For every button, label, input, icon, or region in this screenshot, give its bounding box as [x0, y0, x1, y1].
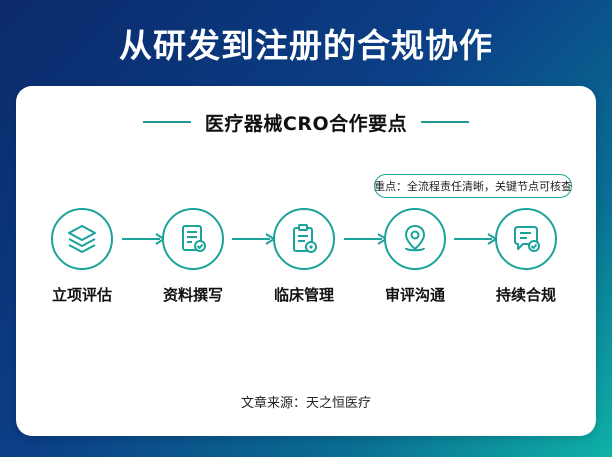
process-steps: 立项评估 资料撰写 — [16, 208, 596, 318]
card-subtitle: 医疗器械CRO合作要点 — [204, 112, 408, 135]
location-pin-icon — [405, 225, 425, 252]
step-project-evaluation: 立项评估 — [37, 208, 127, 305]
step-continuous-compliance: 持续合规 — [481, 208, 571, 305]
step-label: 审评沟通 — [384, 286, 445, 304]
step-review-communication: 审评沟通 — [370, 208, 460, 305]
step-document-writing: 资料撰写 — [148, 208, 238, 305]
document-check-icon — [182, 225, 206, 252]
layers-icon — [68, 225, 96, 253]
step-label: 持续合规 — [495, 286, 556, 304]
main-title: 从研发到注册的合规协作 — [119, 26, 493, 65]
clipboard-icon — [293, 224, 317, 253]
subtitle-line-left — [142, 121, 191, 123]
step-label: 立项评估 — [51, 286, 112, 304]
step-label: 临床管理 — [273, 286, 334, 304]
subtitle-row: 医疗器械CRO合作要点 — [16, 108, 596, 136]
step-clinical-management: 临床管理 — [259, 208, 349, 305]
chat-check-icon — [514, 226, 540, 252]
subtitle-line-right — [421, 121, 470, 123]
step-circle — [273, 208, 335, 270]
step-circle — [51, 208, 113, 270]
step-label: 资料撰写 — [162, 286, 223, 304]
step-circle — [384, 208, 446, 270]
key-point-callout: 重点：全流程责任清晰，关键节点可核查 — [374, 174, 572, 198]
source-credit: 文章来源：天之恒医疗 — [240, 396, 371, 411]
content-card: 医疗器械CRO合作要点 重点：全流程责任清晰，关键节点可核查 立项评估 — [16, 86, 596, 436]
step-circle — [495, 208, 557, 270]
step-circle — [162, 208, 224, 270]
